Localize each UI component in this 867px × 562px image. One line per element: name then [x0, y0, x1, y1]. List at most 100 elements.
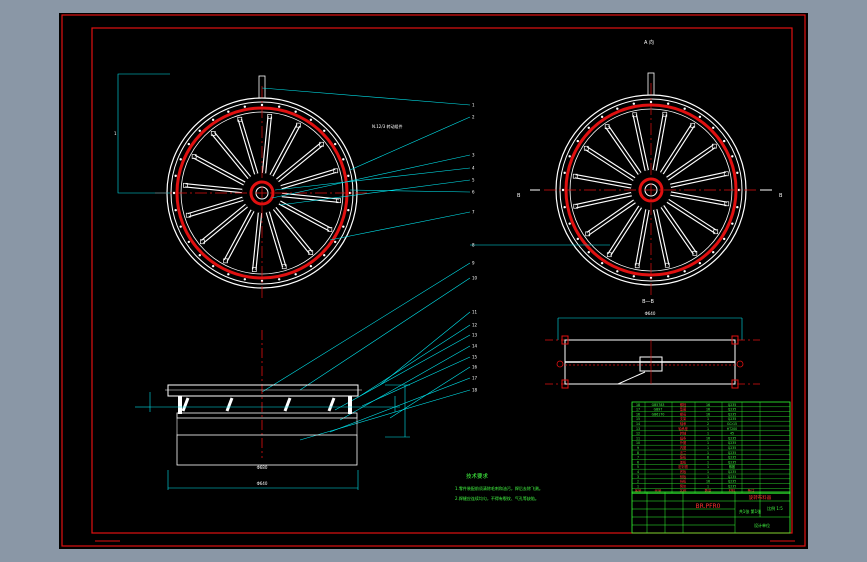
bolt-hole — [731, 155, 734, 158]
balloon-number: 8 — [472, 243, 475, 248]
leader-line — [359, 324, 471, 397]
bom-cell: 法兰 — [680, 450, 686, 455]
bom-cell: 1 — [707, 460, 709, 464]
bom-header-cell: 序号 — [635, 488, 642, 493]
bom-cell: 16 — [706, 436, 710, 440]
balloon-number: 6 — [472, 190, 475, 195]
bolt-hole — [174, 208, 177, 212]
bom-cell: 6 — [637, 460, 639, 464]
leader-line — [334, 334, 471, 411]
bolt-hole — [211, 118, 215, 122]
bolt-hole — [576, 139, 580, 143]
bom-cell: GB5783 — [652, 403, 665, 407]
bolt-hole — [683, 107, 686, 110]
bom-cell: 1 — [707, 441, 709, 445]
bom-cell: Q235 — [728, 456, 737, 460]
bolt-hole — [243, 278, 247, 281]
top-view-label: A 向 — [644, 39, 654, 46]
title-block: BR.PFR0 旋转布料器 比例 1:5 共1张 第1张 设计单位 — [631, 491, 791, 534]
leader-line — [274, 167, 471, 191]
balloon-number: 17 — [472, 376, 478, 381]
bolt-hole — [179, 225, 182, 228]
bom-cell: 侧板 — [680, 474, 687, 479]
bom-cell: 1 — [707, 432, 709, 436]
balloon-number: 4 — [472, 166, 475, 171]
bom-cell: 16 — [706, 480, 710, 484]
balloon-number: 11 — [472, 310, 478, 315]
right-plan-view — [544, 72, 758, 297]
technical-notes: 技术要求 1.零件装配前须清除毛刺和油污，焊后去除飞溅。 2.焊缝应连续均匀，不… — [455, 472, 543, 501]
bolt-hole — [323, 129, 326, 132]
bom-cell: 垫圈 — [680, 407, 686, 412]
bolt-hole — [309, 264, 313, 268]
bom-header-cell: 代号 — [655, 488, 662, 493]
balloon-number: 7 — [472, 210, 475, 215]
bolt-hole — [587, 251, 590, 254]
bolt-hole — [347, 174, 350, 178]
bom-cell: 轴承 — [680, 421, 687, 426]
leader-line — [339, 345, 471, 421]
bom-cell: 16 — [636, 412, 640, 416]
bom-cell: 16 — [706, 412, 710, 416]
bom-cell: Q235 — [728, 480, 737, 484]
bolt-hole — [342, 158, 345, 161]
balloon-number: 15 — [472, 355, 478, 360]
bolt-hole — [277, 105, 281, 108]
bom-cell: Q235 — [728, 475, 737, 479]
bolt-hole — [736, 205, 739, 209]
bom-cell: 14 — [636, 422, 640, 426]
bolt-hole — [616, 270, 619, 273]
bolt-hole — [576, 237, 580, 241]
bom-cell: Q235 — [728, 436, 737, 440]
bolt-hole — [666, 275, 670, 278]
front-width-dim: Φ680 — [257, 465, 268, 470]
bom-cell: Q235 — [728, 460, 737, 464]
bolt-hole — [568, 222, 571, 225]
balloon-number: 14 — [472, 344, 478, 349]
leader-line — [329, 211, 471, 241]
balloon-number: 5 — [472, 178, 475, 183]
bolt-hole — [712, 251, 715, 254]
bolt-hole — [722, 139, 726, 143]
leader-line — [349, 116, 471, 171]
bom-cell: 辐条 — [680, 435, 687, 440]
bom-cell: HT200 — [727, 427, 737, 431]
bom-cell: 2 — [637, 480, 639, 484]
bom-cell: 轴承座 — [678, 426, 688, 431]
bom-cell: 16 — [706, 408, 710, 412]
leader-line — [379, 311, 471, 386]
bolt-hole — [198, 254, 201, 257]
balloon-number: 9 — [472, 261, 475, 266]
section-b-b-view: B—B Φ640 — [545, 299, 760, 389]
bolt-hole — [722, 237, 726, 241]
section-width-dim: Φ640 — [645, 311, 656, 316]
leader-line — [261, 262, 471, 393]
scraper-blade — [225, 397, 234, 412]
bom-cell: 螺栓 — [680, 402, 687, 407]
bolt-hole — [600, 261, 604, 265]
bolt-hole — [683, 270, 686, 273]
left-front-view: Φ640 Φ680 — [135, 330, 410, 490]
leader-line — [271, 154, 471, 199]
balloon-number: 16 — [472, 365, 478, 370]
bom-cell: 1 — [707, 470, 709, 474]
bom-cell: 橡胶 — [729, 464, 736, 469]
bolt-hole — [736, 171, 739, 175]
bolt-hole — [731, 222, 734, 225]
bom-cell: 9 — [637, 446, 639, 450]
leader-line — [329, 377, 471, 433]
bom-cell: 3 — [637, 475, 639, 479]
bolt-hole — [712, 126, 715, 129]
bom-cell: Q235 — [728, 417, 737, 421]
bom-cell: 1 — [707, 446, 709, 450]
bom-cell: Q235 — [728, 403, 737, 407]
bom-header-cell: 名称 — [680, 488, 687, 493]
balloon-number: 13 — [472, 333, 478, 338]
drawing-title: BR.PFR0 — [695, 503, 720, 510]
leader-line — [299, 277, 471, 391]
bom-cell: Q235 — [728, 446, 737, 450]
bom-cell: 13 — [636, 427, 640, 431]
bom-cell: Q235 — [728, 451, 737, 455]
bom-cell: 1 — [707, 427, 709, 431]
